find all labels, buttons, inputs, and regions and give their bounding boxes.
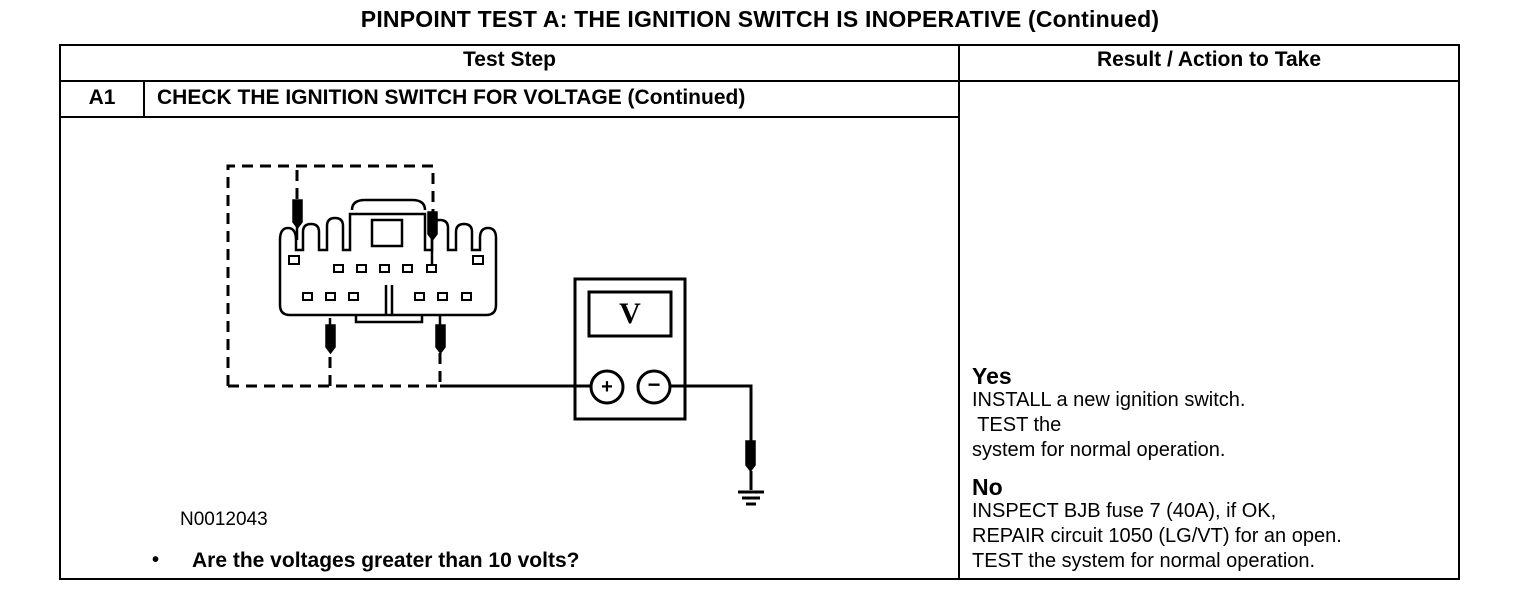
meter-display-symbol: V bbox=[619, 297, 641, 330]
header-test-step: Test Step bbox=[463, 48, 556, 71]
header-result-action: Result / Action to Take bbox=[1096, 48, 1322, 71]
result-no-label: No bbox=[972, 474, 1003, 500]
wiring-diagram bbox=[226, 164, 764, 506]
result-yes-line: TEST the bbox=[972, 414, 1062, 436]
result-yes-label: Yes bbox=[972, 363, 1012, 389]
column-divider bbox=[958, 44, 960, 580]
result-no-line: REPAIR circuit 1050 (LG/VT) for an open. bbox=[972, 525, 1342, 547]
meter-leads bbox=[440, 384, 753, 490]
test-table bbox=[59, 44, 1460, 580]
question-bullet: • bbox=[152, 549, 160, 571]
result-yes: Yes INSTALL a new ignition switch. TEST … bbox=[972, 364, 1245, 463]
figure-code: N0012043 bbox=[180, 509, 268, 530]
result-yes-line: INSTALL a new ignition switch. bbox=[972, 389, 1246, 411]
probe-leads bbox=[295, 212, 442, 325]
test-question: Are the voltages greater than 10 volts? bbox=[192, 549, 580, 572]
step-id: A1 bbox=[88, 86, 116, 109]
ground-icon bbox=[738, 490, 764, 506]
step-title-divider bbox=[59, 116, 960, 118]
ignition-switch-connector bbox=[278, 198, 498, 324]
connector-pins bbox=[288, 255, 484, 301]
multimeter bbox=[573, 277, 687, 421]
meter-positive-terminal: + bbox=[601, 376, 613, 398]
result-no: No INSPECT BJB fuse 7 (40A), if OK, REPA… bbox=[972, 475, 1342, 574]
page-title: PINPOINT TEST A: THE IGNITION SWITCH IS … bbox=[360, 6, 1160, 32]
dashed-probe-outline bbox=[226, 164, 442, 388]
header-divider bbox=[59, 80, 1460, 82]
result-no-line: INSPECT BJB fuse 7 (40A), if OK, bbox=[972, 500, 1277, 522]
result-yes-line: system for normal operation. bbox=[972, 439, 1226, 461]
meter-negative-terminal: − bbox=[647, 372, 661, 397]
step-title: CHECK THE IGNITION SWITCH FOR VOLTAGE (C… bbox=[157, 86, 746, 109]
step-id-divider bbox=[143, 80, 145, 117]
result-no-line: TEST the system for normal operation. bbox=[972, 550, 1316, 572]
